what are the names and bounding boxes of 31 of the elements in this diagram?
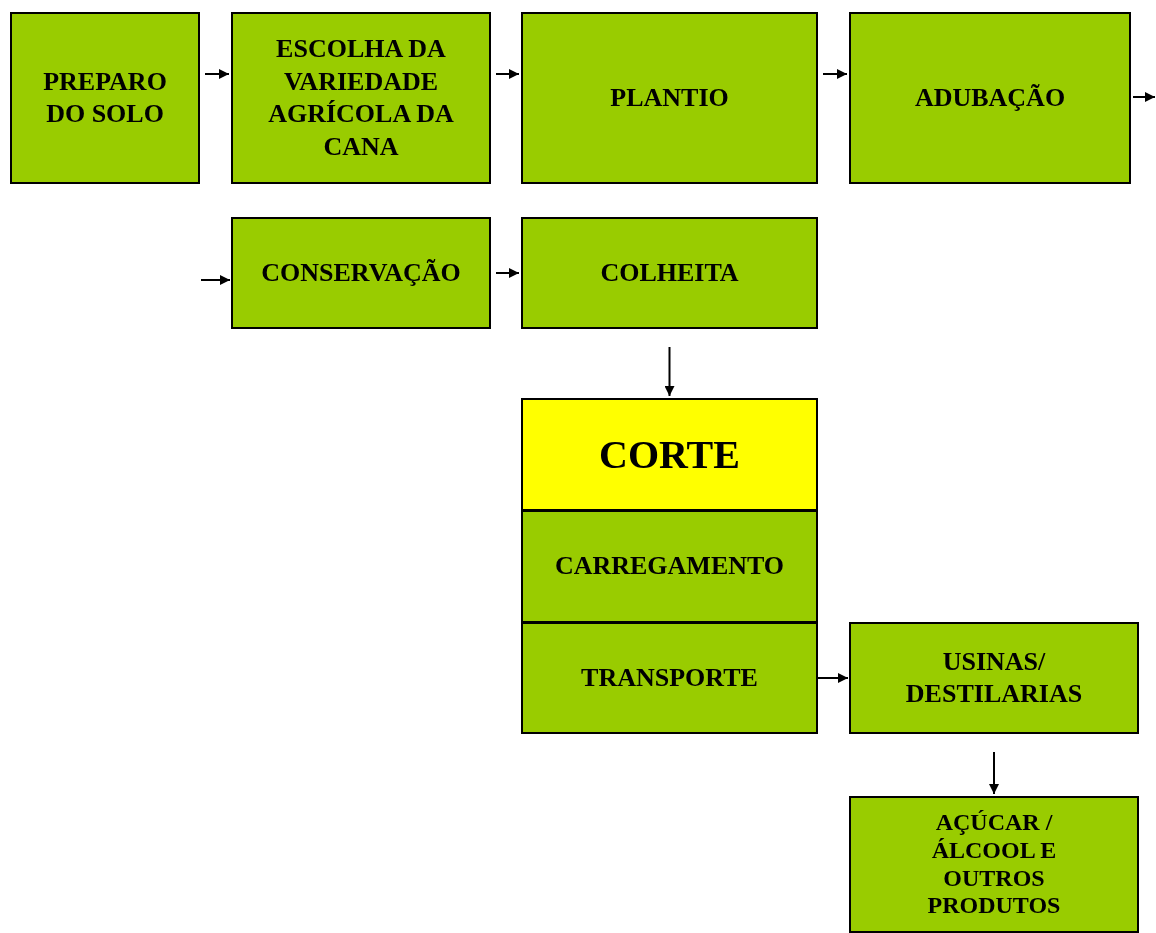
process-box (849, 12, 1131, 184)
box-label: USINAS/ DESTILARIAS (904, 645, 1084, 710)
box-label: AÇÚCAR / ÁLCOOL E OUTROS PRODUTOS (926, 809, 1062, 920)
arrow (200, 275, 231, 285)
process-box (521, 398, 818, 511)
process-box (521, 12, 818, 184)
process-box (521, 510, 818, 623)
process-box (231, 12, 491, 184)
box-label: CARREGAMENTO (553, 550, 786, 583)
process-box (231, 217, 491, 329)
box-label: PLANTIO (609, 81, 730, 114)
box-label: ESCOLHA DA VARIEDADE AGRÍCOLA DA CANA (267, 33, 455, 163)
arrow (1132, 92, 1156, 102)
box-label: PREPARO DO SOLO (42, 65, 168, 130)
box-label: CORTE (598, 430, 741, 479)
process-box (849, 622, 1139, 734)
process-box (849, 796, 1139, 933)
arrow (495, 268, 520, 278)
process-box (10, 12, 200, 184)
arrow (822, 69, 848, 79)
box-label: COLHEITA (599, 256, 740, 289)
arrow (664, 346, 675, 397)
box-label: TRANSPORTE (580, 661, 759, 694)
arrow (989, 751, 999, 795)
box-label: ADUBAÇÃO (913, 81, 1067, 114)
process-box (521, 622, 818, 734)
arrow (204, 69, 230, 79)
process-box (521, 217, 818, 329)
arrow (817, 673, 849, 683)
arrow (495, 69, 520, 79)
box-label: CONSERVAÇÃO (260, 256, 462, 289)
